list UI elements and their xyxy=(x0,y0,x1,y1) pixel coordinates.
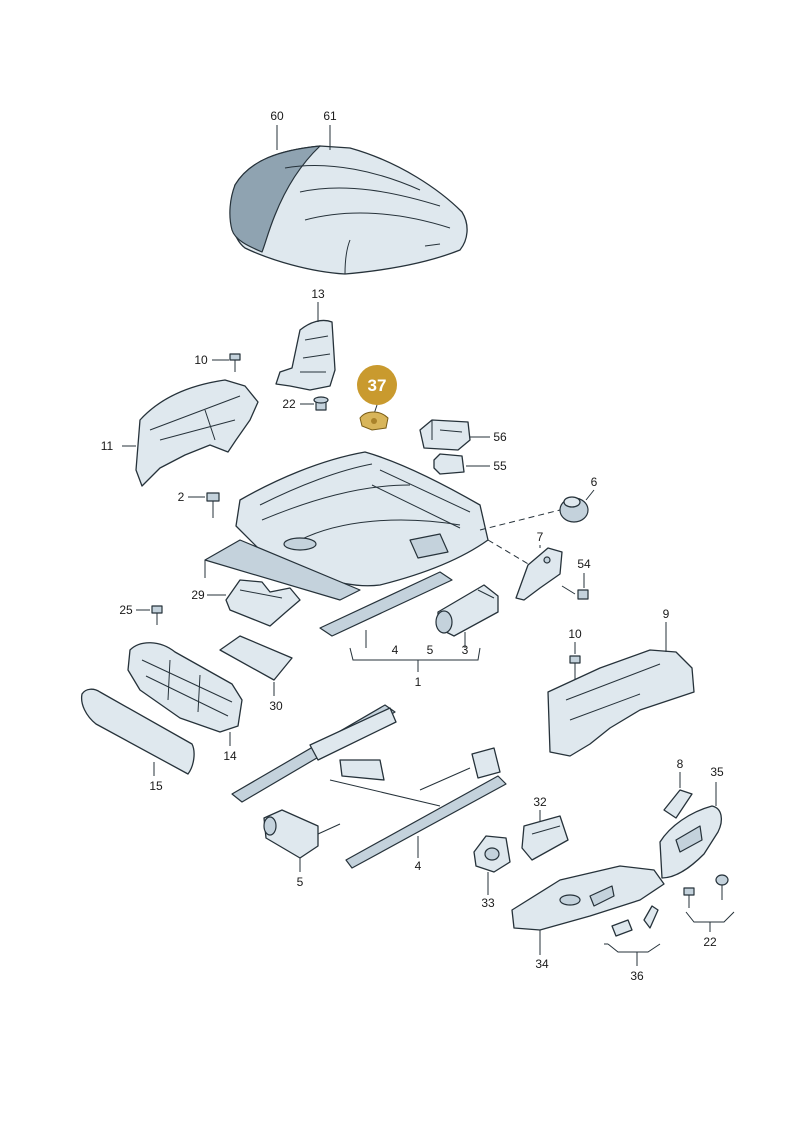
assembly-line xyxy=(479,509,561,531)
label-2: 2 xyxy=(178,490,185,504)
label-54: 54 xyxy=(577,557,591,571)
label-9: 9 xyxy=(663,607,670,621)
screw-part[interactable] xyxy=(569,655,581,680)
label-8: 8 xyxy=(677,757,684,771)
switch-button-part[interactable] xyxy=(643,905,659,929)
highlight-callout-badge[interactable] xyxy=(357,365,397,405)
label-35: 35 xyxy=(710,765,724,779)
label-14: 14 xyxy=(223,749,237,763)
side-switch-trim-part[interactable] xyxy=(511,865,665,931)
screw-part[interactable] xyxy=(683,887,695,908)
lever-bracket-part[interactable] xyxy=(515,547,563,601)
label-11: 11 xyxy=(101,439,114,453)
group-bracket xyxy=(685,911,735,923)
bolt-part[interactable] xyxy=(313,396,329,411)
label-30: 30 xyxy=(269,699,283,713)
label-61: 61 xyxy=(323,109,337,123)
label-13: 13 xyxy=(311,287,325,301)
label-32: 32 xyxy=(533,795,547,809)
control-unit-part[interactable] xyxy=(473,835,511,873)
switch-button-part[interactable] xyxy=(611,919,633,937)
label-34: 34 xyxy=(535,957,549,971)
label-56: 56 xyxy=(493,430,507,444)
motor-part[interactable] xyxy=(435,584,499,637)
adjust-knob-part[interactable] xyxy=(663,789,693,819)
screw-part[interactable] xyxy=(561,585,589,600)
front-cover-part[interactable] xyxy=(80,688,195,775)
screw-part[interactable] xyxy=(229,353,241,372)
leader-line xyxy=(585,489,595,501)
mounting-bracket-part[interactable] xyxy=(225,579,301,627)
label-29: 29 xyxy=(191,588,205,602)
label-33: 33 xyxy=(481,896,495,910)
switch-module-part[interactable] xyxy=(521,815,569,861)
highlighted-clip-part[interactable] xyxy=(359,411,389,431)
side-bracket-part[interactable] xyxy=(275,319,336,391)
connector-housing-part[interactable] xyxy=(419,419,471,451)
round-knob-part[interactable] xyxy=(559,496,589,523)
assembly-line xyxy=(487,539,531,566)
label-5: 5 xyxy=(427,643,434,657)
label-15: 15 xyxy=(149,779,163,793)
label-10: 10 xyxy=(194,353,208,367)
drive-motor-part[interactable] xyxy=(263,809,341,859)
group-bracket xyxy=(349,647,481,661)
label-4-lower: 4 xyxy=(415,859,422,873)
front-housing-part[interactable] xyxy=(127,642,243,733)
label-22: 22 xyxy=(282,397,296,411)
small-connector-part[interactable] xyxy=(433,453,465,475)
seat-cushion-part[interactable] xyxy=(229,145,468,275)
label-4: 4 xyxy=(392,643,399,657)
label-37: 37 xyxy=(368,376,387,395)
screw-part[interactable] xyxy=(206,492,220,518)
label-6: 6 xyxy=(591,475,598,489)
group-bracket xyxy=(604,943,661,953)
side-trim-part[interactable] xyxy=(135,379,259,487)
label-25: 25 xyxy=(119,603,133,617)
label-60: 60 xyxy=(270,109,284,123)
label-22-lower: 22 xyxy=(703,935,717,949)
trim-panel-part[interactable] xyxy=(219,635,293,681)
label-55: 55 xyxy=(493,459,507,473)
label-5-lower: 5 xyxy=(297,875,304,889)
label-10-lower: 10 xyxy=(568,627,582,641)
label-1: 1 xyxy=(415,675,422,689)
screw-part[interactable] xyxy=(151,605,163,625)
label-7: 7 xyxy=(537,530,544,544)
label-36: 36 xyxy=(630,969,644,983)
lumbar-trim-part[interactable] xyxy=(659,805,723,879)
seat-frame-part[interactable] xyxy=(204,451,489,637)
rear-trim-part[interactable] xyxy=(547,649,695,757)
label-3: 3 xyxy=(462,643,469,657)
seat-rail-assembly-part[interactable] xyxy=(231,704,507,869)
screw-part[interactable] xyxy=(715,874,729,900)
